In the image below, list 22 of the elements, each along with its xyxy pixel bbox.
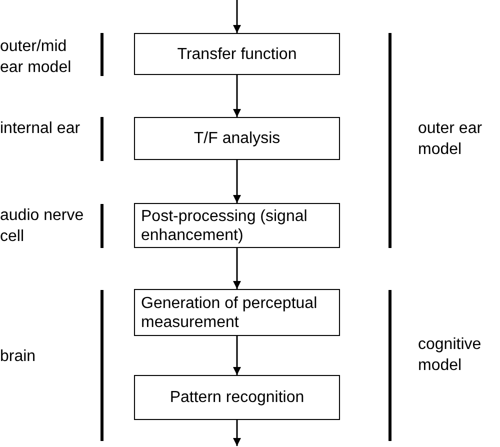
stage-label: outer/mid ear model: [0, 37, 72, 78]
arrow: [233, 75, 241, 117]
process-box: [134, 117, 340, 160]
arrow: [233, 420, 241, 446]
box-text: Pattern recognition: [170, 388, 304, 407]
stage-label: brain: [0, 347, 37, 367]
arrow: [233, 160, 241, 203]
stage-label: outer ear model: [418, 119, 484, 160]
process-box: [134, 375, 340, 420]
process-box: [134, 289, 340, 336]
stage-label: internal ear: [0, 119, 82, 139]
box-text: Post-processing (signal enhancement): [141, 206, 308, 244]
stage-label: cognitive model: [418, 335, 482, 376]
box-text: Generation of perceptual measurement: [141, 294, 318, 332]
process-box: [134, 203, 340, 248]
box-text: Transfer function: [177, 44, 297, 64]
arrow: [233, 248, 241, 289]
box-text: T/F analysis: [194, 129, 280, 148]
arrow: [233, 0, 241, 33]
arrow: [233, 336, 241, 375]
stage-label: audio nerve cell: [0, 206, 85, 247]
process-box: [134, 33, 340, 75]
